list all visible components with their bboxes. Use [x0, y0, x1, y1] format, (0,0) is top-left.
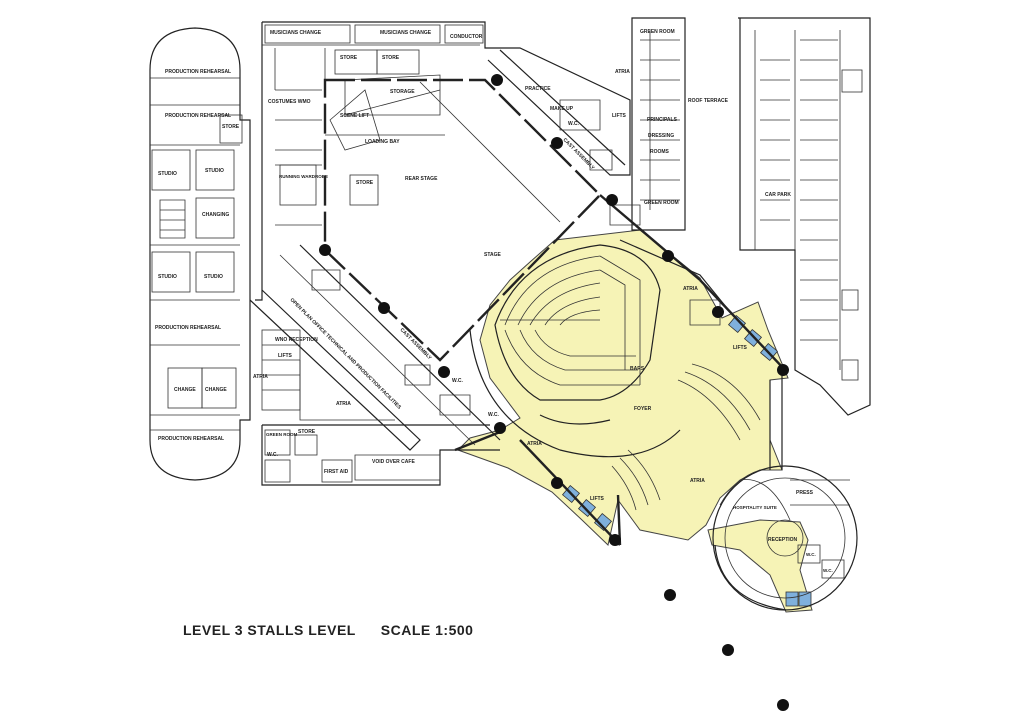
label-green-room: GREEN ROOM: [644, 200, 679, 206]
label-open-plan-office: OPEN PLAN OFFICE TECHNICAL AND PRODUCTIO…: [289, 297, 403, 411]
label-storage: STORAGE: [390, 89, 415, 95]
label-costumes-wmo: COSTUMES WMO: [268, 99, 311, 105]
label-practice: PRACTICE: [525, 86, 551, 92]
label-wc-rotunda: W.C.: [806, 552, 816, 557]
label-production-rehearsal-4: PRODUCTION REHEARSAL: [158, 436, 224, 442]
column: [551, 137, 563, 149]
column: [551, 477, 563, 489]
label-lifts-top: LIFTS: [612, 113, 627, 119]
label-press: PRESS: [796, 490, 814, 496]
label-rear-stage: REAR STAGE: [405, 176, 438, 182]
label-store-2: STORE: [382, 55, 400, 61]
label-green-room-top: GREEN ROOM: [640, 29, 675, 35]
label-production-rehearsal-3: PRODUCTION REHEARSAL: [155, 325, 221, 331]
label-wc-small: W.C.: [267, 452, 278, 458]
label-musicians-change: MUSICIANS CHANGE: [270, 30, 322, 36]
diagonal-walls: [454, 49, 786, 546]
lift-car: [798, 591, 812, 607]
column: [378, 302, 390, 314]
label-store-4: STORE: [356, 180, 374, 186]
label-bars: BARS: [630, 366, 645, 372]
label-cast-assembly-top: CAST ASSEMBLY: [562, 137, 597, 172]
label-musicians-change-2: MUSICIANS CHANGE: [380, 30, 432, 36]
label-stage: STAGE: [484, 252, 502, 258]
column: [438, 366, 450, 378]
column: [494, 422, 506, 434]
scale-label: SCALE 1:500: [380, 622, 474, 638]
right-wing: [631, 17, 871, 416]
column: [712, 306, 724, 318]
label-studio-4: STUDIO: [204, 274, 223, 280]
label-lifts-foyer: LIFTS: [590, 496, 605, 502]
label-change-1: CHANGE: [174, 387, 196, 393]
label-first-aid: FIRST AID: [324, 469, 349, 475]
central-block: [255, 21, 631, 362]
label-atria-rotunda: ATRIA: [690, 478, 705, 484]
lift-car: [593, 512, 613, 532]
label-hospitality-suite: HOSPITALITY SUITE: [733, 505, 777, 510]
label-wc-rotunda-2: W.C.: [823, 568, 833, 573]
label-scene-lift: SCENE LIFT: [340, 113, 369, 119]
left-wing: [149, 27, 251, 481]
label-running-wardrobe: RUNNING WARDROBE: [279, 174, 328, 179]
lift-car: [785, 591, 799, 607]
column: [662, 250, 674, 262]
label-foyer: FOYER: [634, 406, 652, 412]
label-rooms: ROOMS: [650, 149, 670, 155]
label-studio-1: STUDIO: [158, 171, 177, 177]
label-studio-3: STUDIO: [158, 274, 177, 280]
label-roof-terrace: ROOF TERRACE: [688, 98, 729, 104]
label-store-1: STORE: [340, 55, 358, 61]
label-atria-top: ATRIA: [615, 69, 630, 75]
column: [777, 699, 789, 711]
label-production-rehearsal-1: PRODUCTION REHEARSAL: [165, 69, 231, 75]
label-lifts-office: LIFTS: [278, 353, 293, 359]
label-dressing: DRESSING: [648, 133, 674, 139]
public-areas: [457, 229, 813, 613]
auditorium: [469, 239, 761, 511]
column: [609, 534, 621, 546]
label-principals: PRINCIPALS: [647, 117, 678, 123]
columns: [319, 74, 789, 711]
reception-area: [707, 519, 813, 613]
label-loading-bay: LOADING BAY: [365, 139, 400, 145]
label-wc: W.C.: [568, 121, 579, 127]
label-change-2: CHANGE: [205, 387, 227, 393]
label-studio-2: STUDIO: [205, 168, 224, 174]
label-void-over-cafe: VOID OVER CAFE: [372, 459, 415, 465]
label-wc-lower: W.C.: [452, 378, 463, 384]
label-atria-foyer: ATRIA: [527, 441, 542, 447]
plan-caption: LEVEL 3 STALLS LEVEL SCALE 1:500: [183, 622, 473, 640]
foyer-area: [457, 229, 789, 546]
label-store-5: STORE: [298, 429, 316, 435]
office-corridor: [249, 244, 501, 486]
label-make-up: MAKE UP: [550, 106, 574, 112]
lift-car: [727, 314, 747, 334]
rotunda: [712, 465, 858, 611]
column: [722, 644, 734, 656]
label-reception: RECEPTION: [768, 537, 798, 543]
column: [606, 194, 618, 206]
column: [319, 244, 331, 256]
label-atria-right: ATRIA: [683, 286, 698, 292]
label-car-park: CAR PARK: [765, 192, 791, 198]
label-store-3: STORE: [222, 124, 240, 130]
column: [491, 74, 503, 86]
label-green-room-small: GREEN ROOM: [266, 432, 298, 437]
column: [777, 364, 789, 376]
label-lifts-right: LIFTS: [733, 345, 748, 351]
label-atria-office: ATRIA: [253, 374, 268, 380]
level-title: LEVEL 3 STALLS LEVEL: [183, 622, 356, 638]
column: [664, 589, 676, 601]
label-wno-reception: WNO RECEPTION: [275, 337, 318, 343]
label-changing: CHANGING: [202, 212, 229, 218]
label-atria-lower: ATRIA: [336, 401, 351, 407]
label-cast-assembly: CAST ASSEMBLY: [399, 327, 434, 362]
label-wc-lower-2: W.C.: [488, 412, 499, 418]
label-conductor: CONDUCTOR: [450, 34, 483, 40]
label-production-rehearsal-2: PRODUCTION REHEARSAL: [165, 113, 231, 119]
